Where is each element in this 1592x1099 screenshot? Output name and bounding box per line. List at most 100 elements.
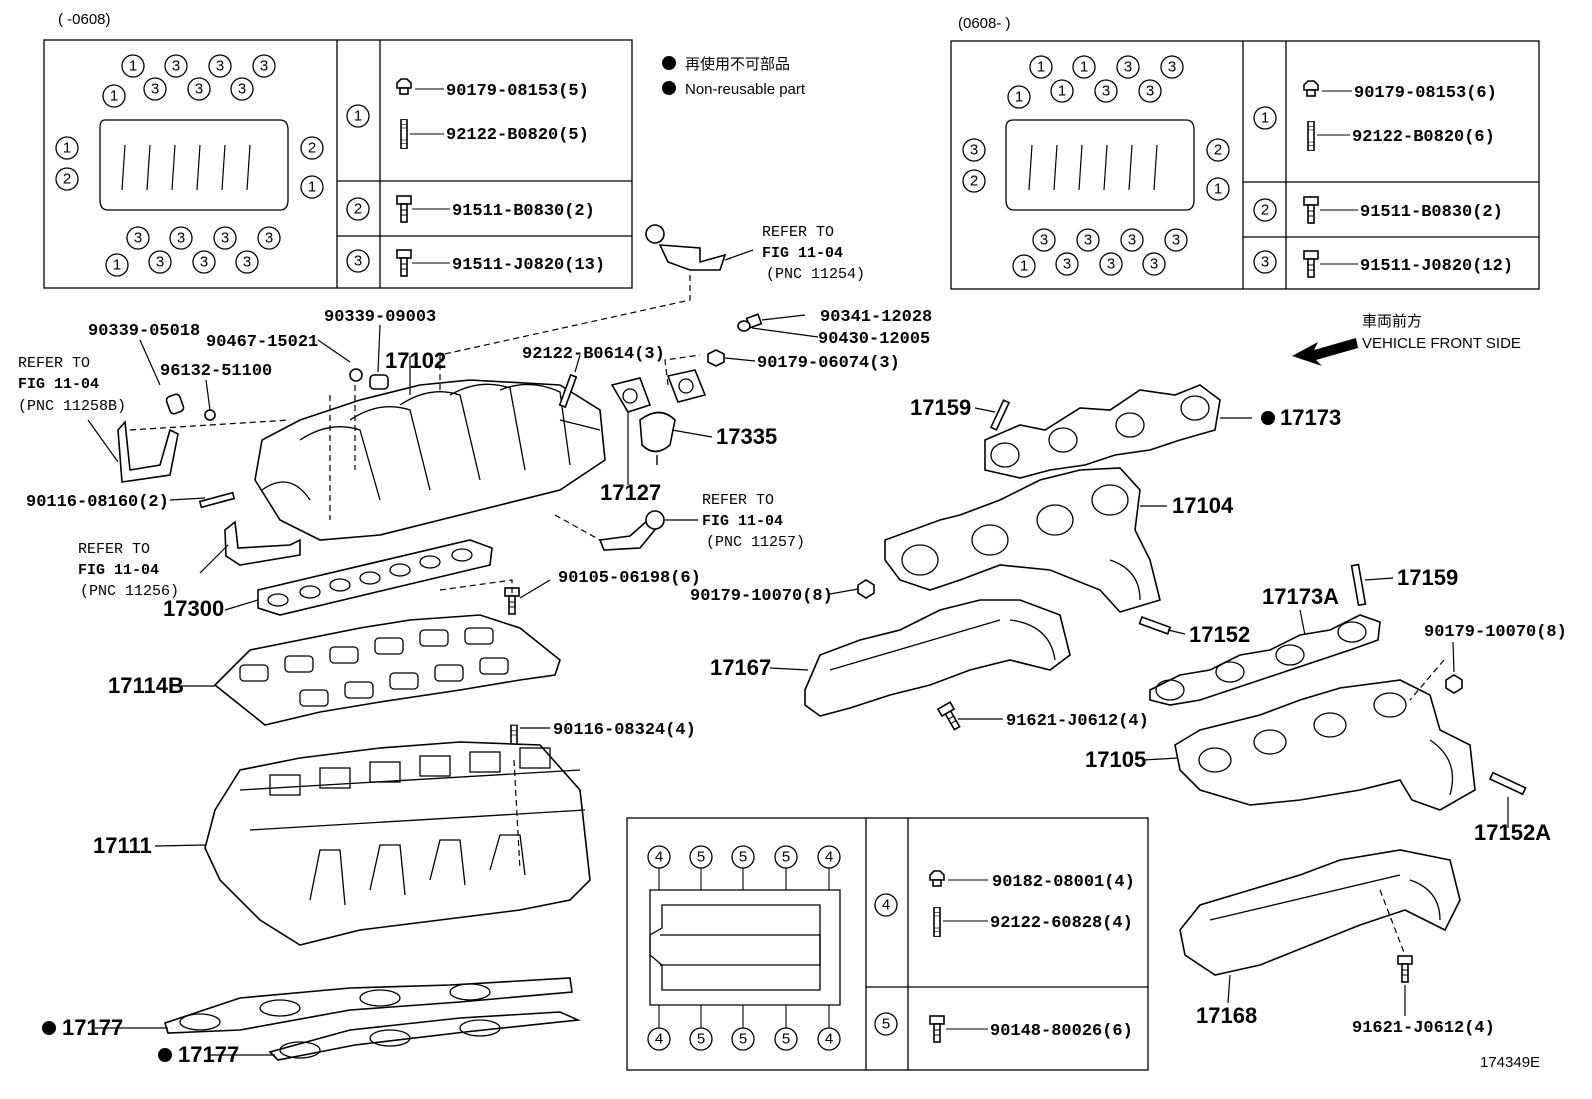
label-17173: 17173 (1280, 405, 1341, 430)
label-17127: 17127 (600, 480, 661, 505)
svg-text:1: 1 (1261, 110, 1269, 127)
stud-17152a (1488, 771, 1527, 796)
svg-text:2: 2 (63, 171, 71, 188)
label-17111: 17111 (93, 833, 152, 858)
part-92122-b0820-right: 92122-B0820(6) (1352, 128, 1495, 147)
svg-text:REFER TO: REFER TO (78, 541, 150, 558)
part-91511-j0820-left: 91511-J0820(13) (452, 256, 605, 275)
svg-text:3: 3 (265, 230, 273, 247)
stud-92122-b0614 (558, 373, 578, 409)
plug-90339-05018 (165, 393, 185, 415)
nut-90179-10070-a (857, 579, 875, 599)
hole-callouts-left: 1 1 3 3 3 3 3 3 1 2 2 1 3 3 3 3 1 3 3 3 (55, 54, 324, 277)
svg-text:REFER TO: REFER TO (702, 492, 774, 509)
bracket-11256 (224, 520, 301, 566)
svg-text:1: 1 (354, 108, 362, 125)
svg-text:3: 3 (1040, 232, 1048, 249)
svg-text:3: 3 (1102, 83, 1110, 100)
label-91621-j0612-a: 91621-J0612(4) (1006, 712, 1149, 731)
label-17152a: 17152A (1474, 820, 1551, 845)
svg-text:1: 1 (1058, 83, 1066, 100)
svg-text:3: 3 (1150, 256, 1158, 273)
label-17335: 17335 (716, 424, 777, 449)
svg-text:1: 1 (63, 140, 71, 157)
svg-text:3: 3 (1168, 59, 1176, 76)
label-17177-a: 17177 (62, 1015, 123, 1040)
label-17159-b: 17159 (1397, 565, 1458, 590)
part-91511-b0830-right: 91511-B0830(2) (1360, 203, 1503, 222)
label-17177-b: 17177 (178, 1042, 239, 1067)
clip-96132 (204, 409, 216, 421)
gasket-17177-a (164, 977, 573, 1034)
svg-text:FIG 11-04: FIG 11-04 (762, 245, 843, 262)
label-91621-j0612-b: 91621-J0612(4) (1352, 1019, 1495, 1038)
label-17159-a: 17159 (910, 395, 971, 420)
svg-text:4: 4 (825, 849, 833, 866)
label-17105: 17105 (1085, 747, 1146, 772)
bolt-table-right: 1 1 1 3 3 1 3 3 3 2 2 1 3 3 3 3 1 3 3 3 … (950, 40, 1540, 290)
part-labels: 90339-05018 90467-15021 90339-09003 9613… (26, 308, 1567, 1071)
svg-text:1: 1 (1015, 89, 1023, 106)
date-range-right: (0608- ) (958, 15, 1011, 32)
svg-text:1: 1 (1214, 181, 1222, 198)
label-90179-10070-a: 90179-10070(8) (690, 587, 833, 606)
exhaust-manifold-17104 (884, 467, 1161, 613)
svg-text:2: 2 (1261, 202, 1269, 219)
label-17104: 17104 (1172, 493, 1234, 518)
exhaust-manifold-17105 (1174, 679, 1476, 811)
arrow-left-icon (1292, 338, 1358, 366)
figure-id: 174349E (1480, 1054, 1540, 1071)
svg-text:5: 5 (782, 1031, 790, 1048)
label-17102: 17102 (385, 348, 446, 373)
gasket-17173 (984, 384, 1221, 479)
label-90116-08324: 90116-08324(4) (553, 721, 696, 740)
svg-text:1: 1 (113, 257, 121, 274)
svg-text:3: 3 (1084, 232, 1092, 249)
svg-text:(PNC 11257): (PNC 11257) (706, 534, 805, 551)
svg-text:1: 1 (308, 179, 316, 196)
svg-text:VEHICLE FRONT SIDE: VEHICLE FRONT SIDE (1362, 335, 1521, 352)
svg-text:(PNC 11256): (PNC 11256) (80, 583, 179, 600)
label-90116-08160: 90116-08160(2) (26, 493, 169, 512)
svg-text:1: 1 (110, 88, 118, 105)
date-range-left: ( -0608) (58, 11, 111, 28)
svg-text:(PNC 11254): (PNC 11254) (766, 266, 865, 283)
label-90339-09003: 90339-09003 (324, 308, 436, 327)
label-17114b: 17114B (108, 673, 184, 698)
svg-text:FIG 11-04: FIG 11-04 (78, 562, 159, 579)
label-90179-10070-b: 90179-10070(8) (1424, 623, 1567, 642)
gasket-17177-b (268, 1011, 582, 1061)
label-17167: 17167 (710, 655, 771, 680)
svg-text:3: 3 (172, 58, 180, 75)
heat-insulator-17167 (804, 599, 1071, 717)
svg-text:5: 5 (882, 1016, 890, 1033)
svg-text:3: 3 (1146, 83, 1154, 100)
svg-text:3: 3 (1128, 232, 1136, 249)
svg-text:5: 5 (739, 1031, 747, 1048)
svg-text:3: 3 (238, 81, 246, 98)
label-17152: 17152 (1189, 622, 1250, 647)
svg-text:3: 3 (970, 142, 978, 159)
stud-17152 (1138, 616, 1172, 635)
egr-valve-17335 (610, 369, 707, 465)
svg-text:2: 2 (970, 173, 978, 190)
svg-text:1: 1 (129, 58, 137, 75)
part-90148-80026: 90148-80026(6) (990, 1022, 1133, 1041)
svg-text:FIG 11-04: FIG 11-04 (702, 513, 783, 530)
svg-text:4: 4 (655, 1031, 663, 1048)
svg-text:3: 3 (200, 254, 208, 271)
gasket-17114b (213, 614, 561, 726)
part-92122-60828: 92122-60828(4) (990, 914, 1133, 933)
svg-text:1: 1 (1020, 258, 1028, 275)
part-90179-08153-left: 90179-08153(5) (446, 82, 589, 101)
svg-text:1: 1 (1080, 59, 1088, 76)
plug-90339-09003 (369, 374, 389, 390)
part-90179-08153-right: 90179-08153(6) (1354, 84, 1497, 103)
svg-text:3: 3 (260, 58, 268, 75)
part-91511-j0820-right: 91511-J0820(12) (1360, 257, 1513, 276)
svg-text:2: 2 (1214, 142, 1222, 159)
svg-text:3: 3 (1063, 256, 1071, 273)
legend: 再使用不可部品 Non-reusable part (662, 56, 806, 98)
stud-17159-a (989, 399, 1011, 431)
